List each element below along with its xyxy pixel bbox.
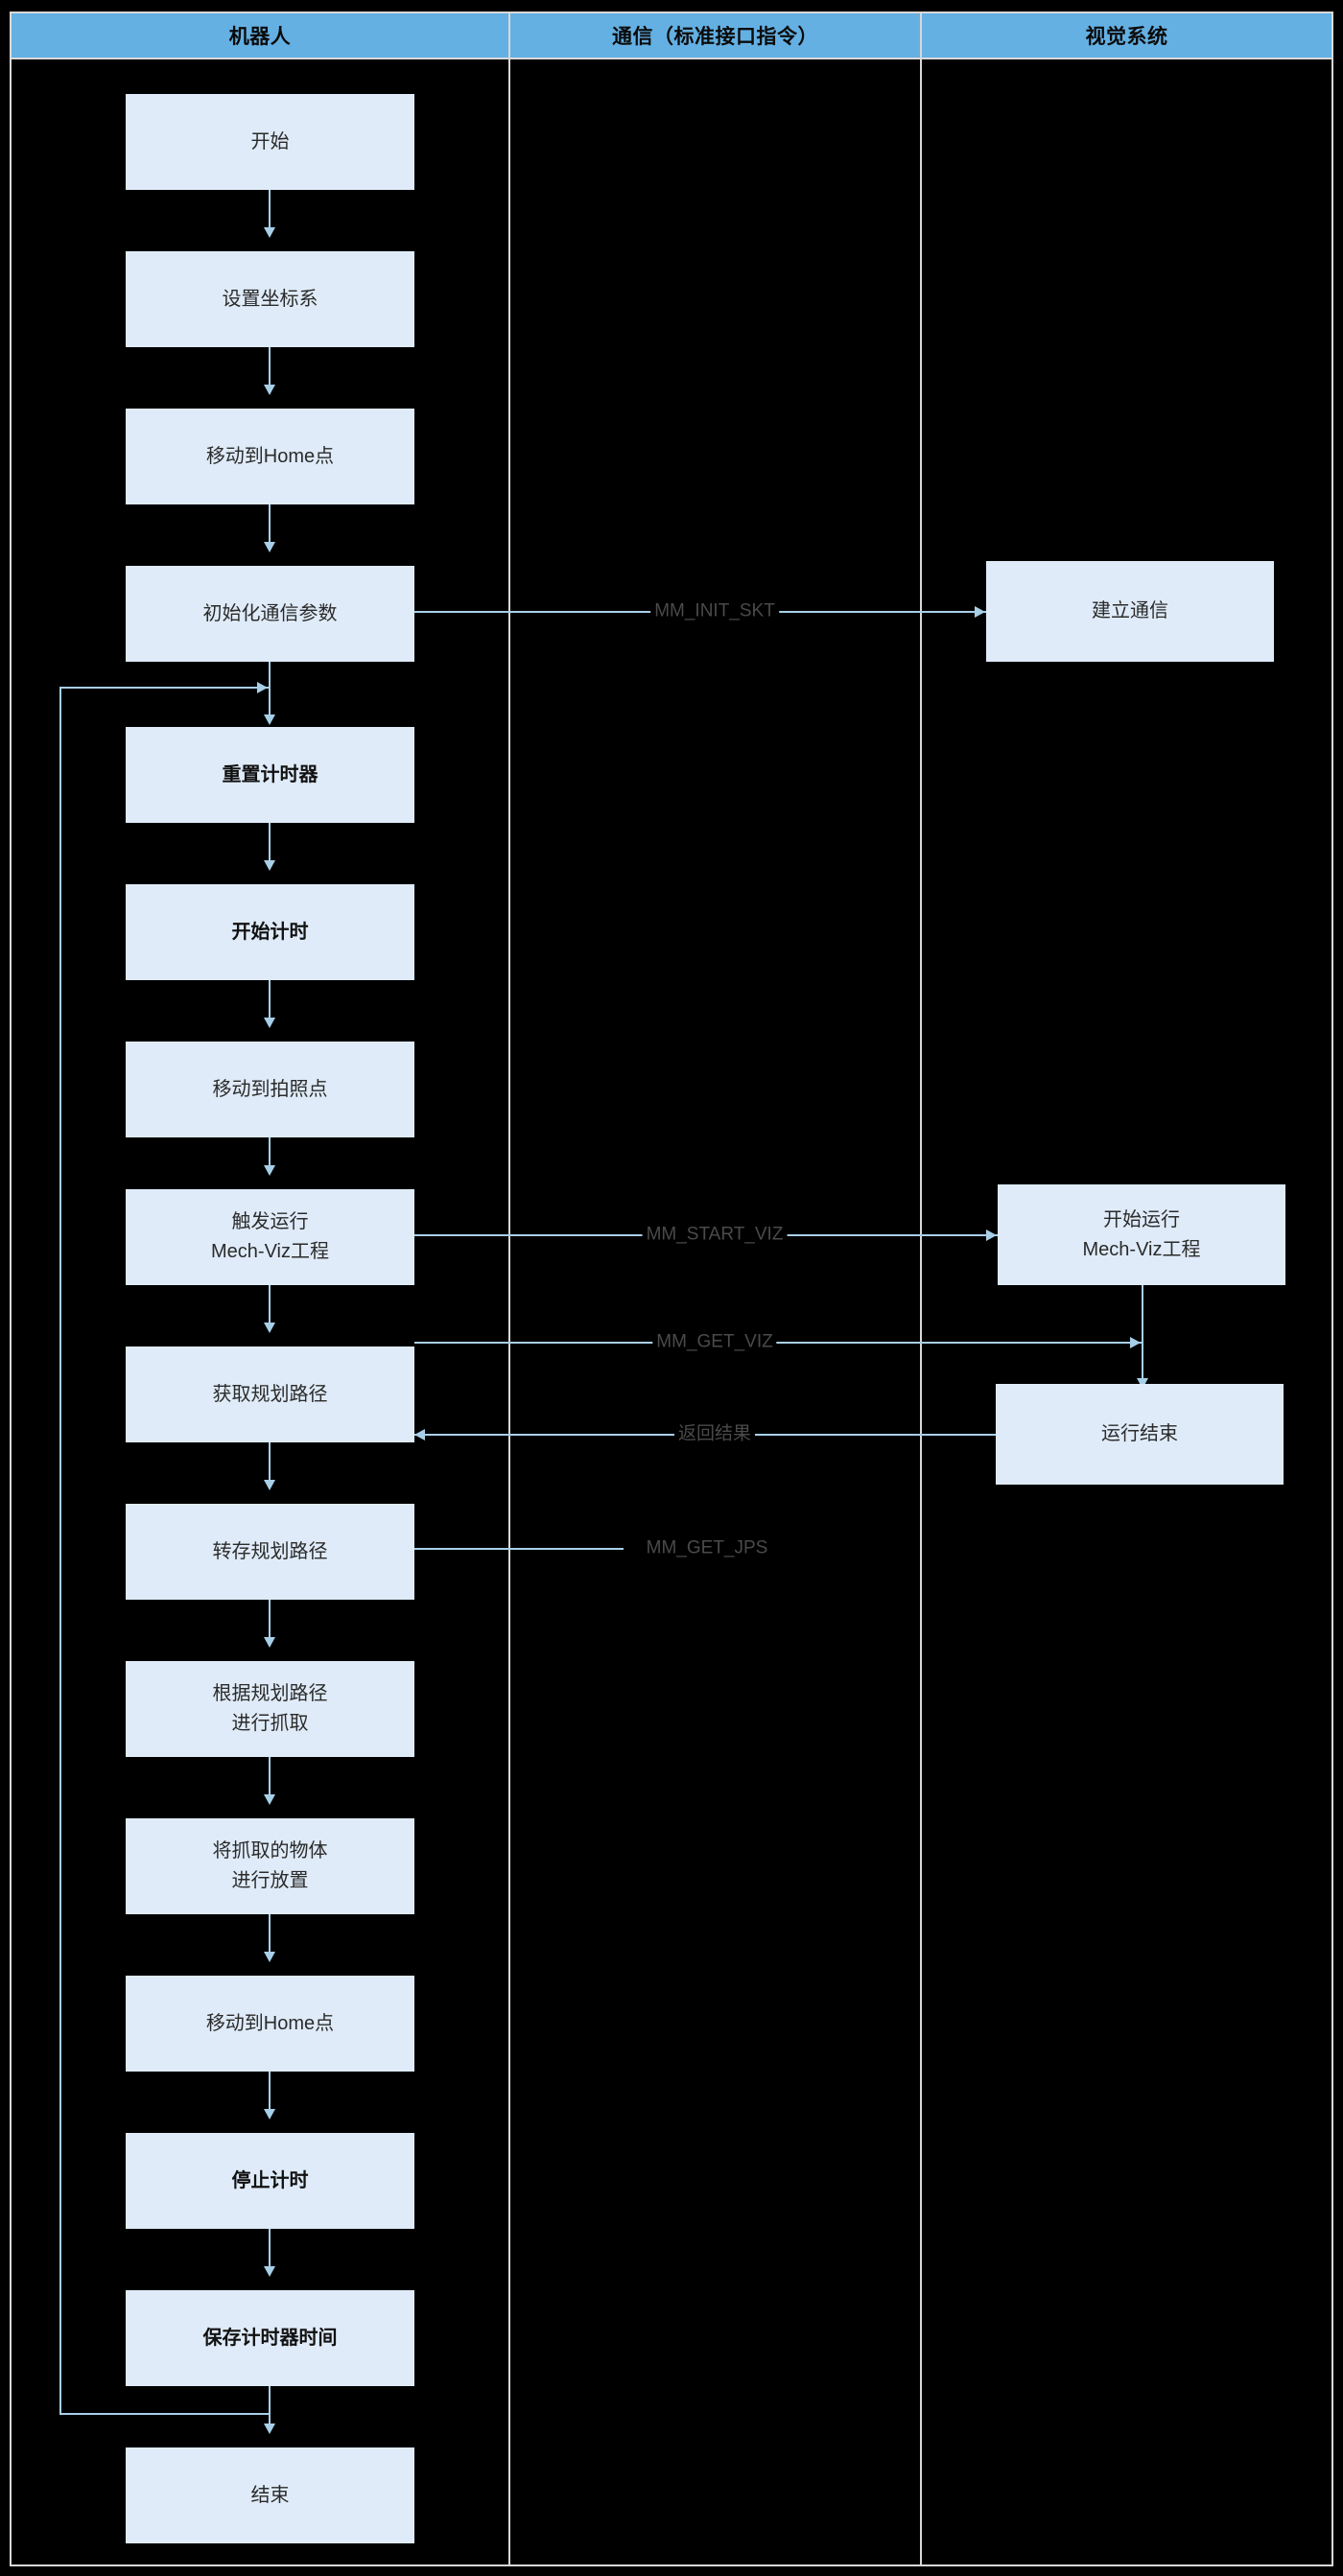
node-viz-running[interactable]: 开始运行 Mech-Viz工程 xyxy=(998,1184,1285,1285)
node-save-time[interactable]: 保存计时器时间 xyxy=(126,2290,414,2386)
lane-divider-2 xyxy=(920,12,922,2566)
arrowhead-trigger-viz xyxy=(264,1165,275,1176)
arrowhead-save-path xyxy=(264,1480,275,1490)
edge-line-get-jps xyxy=(414,1548,624,1550)
arrowhead-get-viz xyxy=(1130,1337,1141,1348)
connector-save-time-to-end xyxy=(269,2386,271,2427)
arrowhead-get-path xyxy=(264,1323,275,1333)
connector-trigger-viz-to-get-path xyxy=(269,1285,271,1326)
node-save-path-label: 转存规划路径 xyxy=(212,1540,328,1562)
arrowhead-pick xyxy=(264,1637,275,1648)
connector-get-path-to-save-path xyxy=(269,1442,271,1484)
edge-label-get-viz: MM_GET_VIZ xyxy=(652,1332,777,1351)
connector-stop-timer-to-save-time xyxy=(269,2229,271,2270)
node-set-frame[interactable]: 设置坐标系 xyxy=(126,251,414,347)
node-pick[interactable]: 根据规划路径 进行抓取 xyxy=(126,1661,414,1757)
node-viz-finished-label: 运行结束 xyxy=(1101,1423,1178,1444)
node-start[interactable]: 开始 xyxy=(126,94,414,190)
node-pick-label-line1: 根据规划路径 xyxy=(212,1683,328,1704)
lane-header-vision: 视觉系统 xyxy=(922,13,1331,59)
connector-set-frame-to-move-home-1 xyxy=(269,347,271,388)
node-end[interactable]: 结束 xyxy=(126,2447,414,2543)
edge-label-return-result: 返回结果 xyxy=(673,1424,756,1443)
connector-place-to-move-home-2 xyxy=(269,1914,271,1955)
connector-save-path-to-pick xyxy=(269,1600,271,1641)
arrowhead-set-frame xyxy=(264,227,275,238)
node-get-path-label: 获取规划路径 xyxy=(212,1383,328,1405)
lane-header-robot: 机器人 xyxy=(12,13,508,59)
node-move-capture[interactable]: 移动到拍照点 xyxy=(126,1042,414,1137)
connector-start-to-set-frame xyxy=(269,190,271,231)
edge-line-get-viz xyxy=(414,1342,1142,1344)
lane-divider-1 xyxy=(508,12,510,2566)
connector-move-home-1-to-init-comm xyxy=(269,504,271,546)
connector-viz-running-to-viz-finished xyxy=(1142,1285,1143,1389)
arrowhead-move-home-2 xyxy=(264,1952,275,1962)
arrowhead-stop-timer xyxy=(264,2109,275,2119)
node-save-time-label: 保存计时器时间 xyxy=(202,2327,338,2349)
arrowhead-place xyxy=(264,1794,275,1805)
arrowhead-init-comm xyxy=(264,542,275,552)
arrowhead-viz-finished xyxy=(1137,1378,1148,1389)
edge-label-get-jps: MM_GET_JPS xyxy=(642,1538,772,1557)
node-start-timer[interactable]: 开始计时 xyxy=(126,884,414,980)
node-viz-running-label-line1: 开始运行 xyxy=(1103,1208,1180,1230)
connector-pick-to-place xyxy=(269,1757,271,1798)
node-trigger-viz-label-line1: 触发运行 xyxy=(231,1211,309,1232)
arrowhead-return-result xyxy=(414,1429,425,1440)
arrowhead-loopback xyxy=(257,682,268,693)
node-reset-timer-label: 重置计时器 xyxy=(222,763,318,785)
connector-move-home-2-to-stop-timer xyxy=(269,2072,271,2113)
node-move-capture-label: 移动到拍照点 xyxy=(212,1078,328,1100)
connector-start-timer-to-move-capture xyxy=(269,980,271,1021)
node-init-comm-label: 初始化通信参数 xyxy=(202,602,338,624)
node-stop-timer-label: 停止计时 xyxy=(231,2169,309,2191)
node-viz-running-label-line2: Mech-Viz工程 xyxy=(1082,1238,1201,1260)
node-trigger-viz[interactable]: 触发运行 Mech-Viz工程 xyxy=(126,1189,414,1285)
arrowhead-reset-timer xyxy=(264,714,275,725)
node-place-label-line1: 将抓取的物体 xyxy=(212,1840,328,1862)
node-end-label: 结束 xyxy=(250,2484,290,2506)
loopback-vertical-segment xyxy=(59,687,61,2415)
node-place[interactable]: 将抓取的物体 进行放置 xyxy=(126,1818,414,1914)
node-move-home-2-label: 移动到Home点 xyxy=(205,2012,335,2034)
node-start-timer-label: 开始计时 xyxy=(231,921,309,943)
connector-reset-timer-to-start-timer xyxy=(269,823,271,864)
node-establish-comm-label: 建立通信 xyxy=(1092,600,1168,621)
node-viz-finished[interactable]: 运行结束 xyxy=(996,1384,1284,1485)
loopback-bottom-segment xyxy=(59,2413,271,2415)
lane-header-comm: 通信（标准接口指令） xyxy=(510,13,920,59)
node-reset-timer[interactable]: 重置计时器 xyxy=(126,727,414,823)
arrowhead-end xyxy=(264,2424,275,2434)
arrowhead-move-capture xyxy=(264,1018,275,1028)
arrowhead-start-timer xyxy=(264,860,275,871)
node-stop-timer[interactable]: 停止计时 xyxy=(126,2133,414,2229)
node-establish-comm[interactable]: 建立通信 xyxy=(986,561,1274,662)
node-init-comm[interactable]: 初始化通信参数 xyxy=(126,566,414,662)
node-place-label-line2: 进行放置 xyxy=(231,1870,309,1891)
arrowhead-move-home-1 xyxy=(264,385,275,395)
connector-move-capture-to-trigger-viz xyxy=(269,1137,271,1169)
edge-label-start-viz: MM_START_VIZ xyxy=(642,1225,788,1244)
node-pick-label-line2: 进行抓取 xyxy=(231,1713,309,1734)
node-trigger-viz-label-line2: Mech-Viz工程 xyxy=(211,1241,329,1262)
node-set-frame-label: 设置坐标系 xyxy=(222,288,318,310)
node-save-path[interactable]: 转存规划路径 xyxy=(126,1504,414,1600)
node-move-home-1-label: 移动到Home点 xyxy=(205,445,335,467)
edge-label-init-skt: MM_INIT_SKT xyxy=(650,601,779,621)
node-move-home-2[interactable]: 移动到Home点 xyxy=(126,1976,414,2072)
node-move-home-1[interactable]: 移动到Home点 xyxy=(126,409,414,504)
loopback-top-segment xyxy=(59,687,269,689)
connector-init-comm-to-reset-timer xyxy=(269,662,271,722)
arrowhead-save-time xyxy=(264,2266,275,2277)
arrowhead-start-viz xyxy=(986,1229,997,1241)
node-start-label: 开始 xyxy=(250,130,290,152)
arrowhead-init-skt xyxy=(975,606,985,618)
node-get-path[interactable]: 获取规划路径 xyxy=(126,1347,414,1442)
